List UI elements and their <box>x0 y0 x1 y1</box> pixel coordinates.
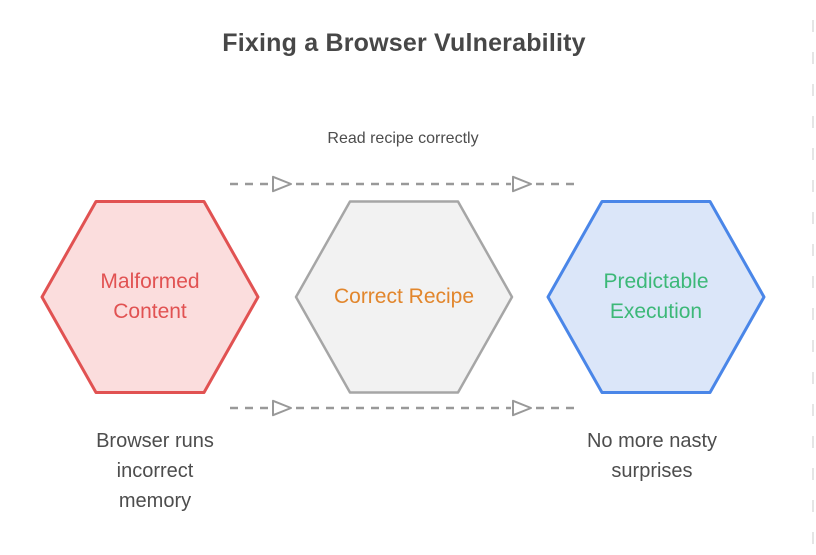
node-correct-recipe: Correct Recipe <box>294 199 514 395</box>
label-line: Correct Recipe <box>333 285 475 308</box>
node-malformed-content: Malformed Content <box>40 199 260 395</box>
caption-line: Browser runs <box>96 430 214 452</box>
node-predictable-execution: Predictable Execution <box>546 199 766 395</box>
hexagon-polygon <box>40 200 260 394</box>
hexagon-shape <box>294 200 514 394</box>
node-label: Predictable Execution <box>546 199 766 395</box>
caption-right: No more nasty surprises <box>542 426 762 486</box>
label-line: Content <box>113 300 187 323</box>
arrowhead-icon <box>272 175 292 193</box>
flow-label: Read recipe correctly <box>327 130 479 147</box>
node-label: Malformed Content <box>40 199 260 395</box>
caption-line: memory <box>118 490 192 512</box>
caption-line: No more nasty <box>586 430 718 452</box>
page-title: Fixing a Browser Vulnerability <box>222 29 586 57</box>
label-line: Malformed <box>100 270 200 293</box>
hexagon-shape <box>546 200 766 394</box>
label-line: Execution <box>609 300 703 323</box>
hexagon-shape <box>40 200 260 394</box>
label-line: Predictable <box>603 270 709 293</box>
dashed-arrow-bottom <box>230 399 576 417</box>
page-edge-dashed-line <box>812 0 814 555</box>
arrowhead-icon <box>272 399 292 417</box>
dashed-arrow-top <box>230 175 576 193</box>
caption-line: surprises <box>611 460 693 482</box>
hexagon-polygon <box>546 200 766 394</box>
caption-line: incorrect <box>116 460 194 482</box>
arrowhead-icon <box>512 175 532 193</box>
node-label: Correct Recipe <box>294 199 514 395</box>
arrowhead-icon <box>512 399 532 417</box>
hexagon-polygon <box>294 200 514 394</box>
caption-left: Browser runs incorrect memory <box>45 426 265 516</box>
